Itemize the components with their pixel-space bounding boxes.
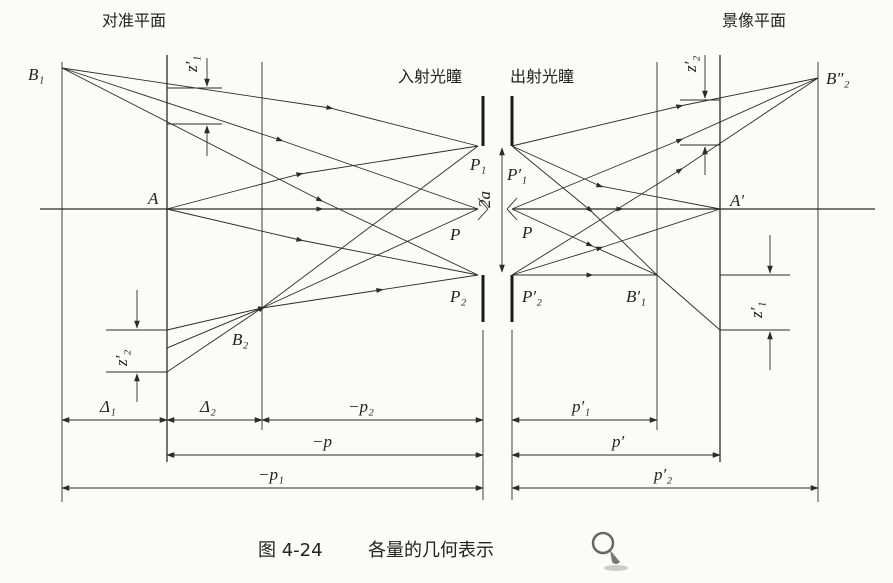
label-p1: P₁	[469, 155, 486, 174]
blur-marks	[106, 55, 790, 402]
label-delta1: Δ₁	[99, 397, 116, 416]
label-b2pp: B″₂	[826, 69, 849, 88]
label-b1p: B′₁	[626, 287, 646, 306]
label-zz1: z′₁	[747, 302, 766, 319]
object-rays	[61, 67, 479, 373]
label-neg-p2: −p₂	[348, 397, 374, 416]
figure-title: 各量的几何表示	[368, 540, 494, 561]
entrance-pupil-label: 入射光瞳	[398, 67, 462, 86]
label-pp-dim: p′	[611, 432, 625, 451]
figure-number: 图 4-24	[258, 540, 323, 561]
label-z2: z′₂	[112, 350, 131, 367]
label-p2p: P′₂	[521, 287, 542, 306]
label-zz2: z′₂	[681, 56, 700, 73]
label-neg-p: −p	[312, 432, 332, 451]
label-ap: A′	[729, 191, 744, 210]
label-p1p-dim: p′₁	[571, 397, 590, 416]
label-p-right: P	[521, 223, 532, 242]
label-a: A	[147, 189, 159, 208]
exit-pupil-label: 出射光瞳	[510, 67, 574, 86]
dimension-lines	[61, 330, 819, 500]
magnifier-icon[interactable]	[591, 531, 628, 571]
label-aperture: 2a	[475, 191, 494, 208]
image-rays	[511, 77, 819, 331]
label-b2: B₂	[232, 330, 248, 349]
label-neg-p1: −p₁	[258, 465, 284, 484]
label-p1p: P′₁	[506, 165, 527, 184]
image-plane-label: 景像平面	[722, 11, 786, 30]
label-p2p-dim: p′₂	[653, 465, 672, 484]
label-p2: P₂	[449, 287, 466, 306]
label-b1: B₁	[28, 65, 44, 84]
label-delta2: Δ₂	[199, 397, 216, 416]
focus-plane-label: 对准平面	[102, 11, 166, 30]
label-p-left: P	[449, 225, 460, 244]
label-z1: z′₁	[182, 56, 201, 73]
